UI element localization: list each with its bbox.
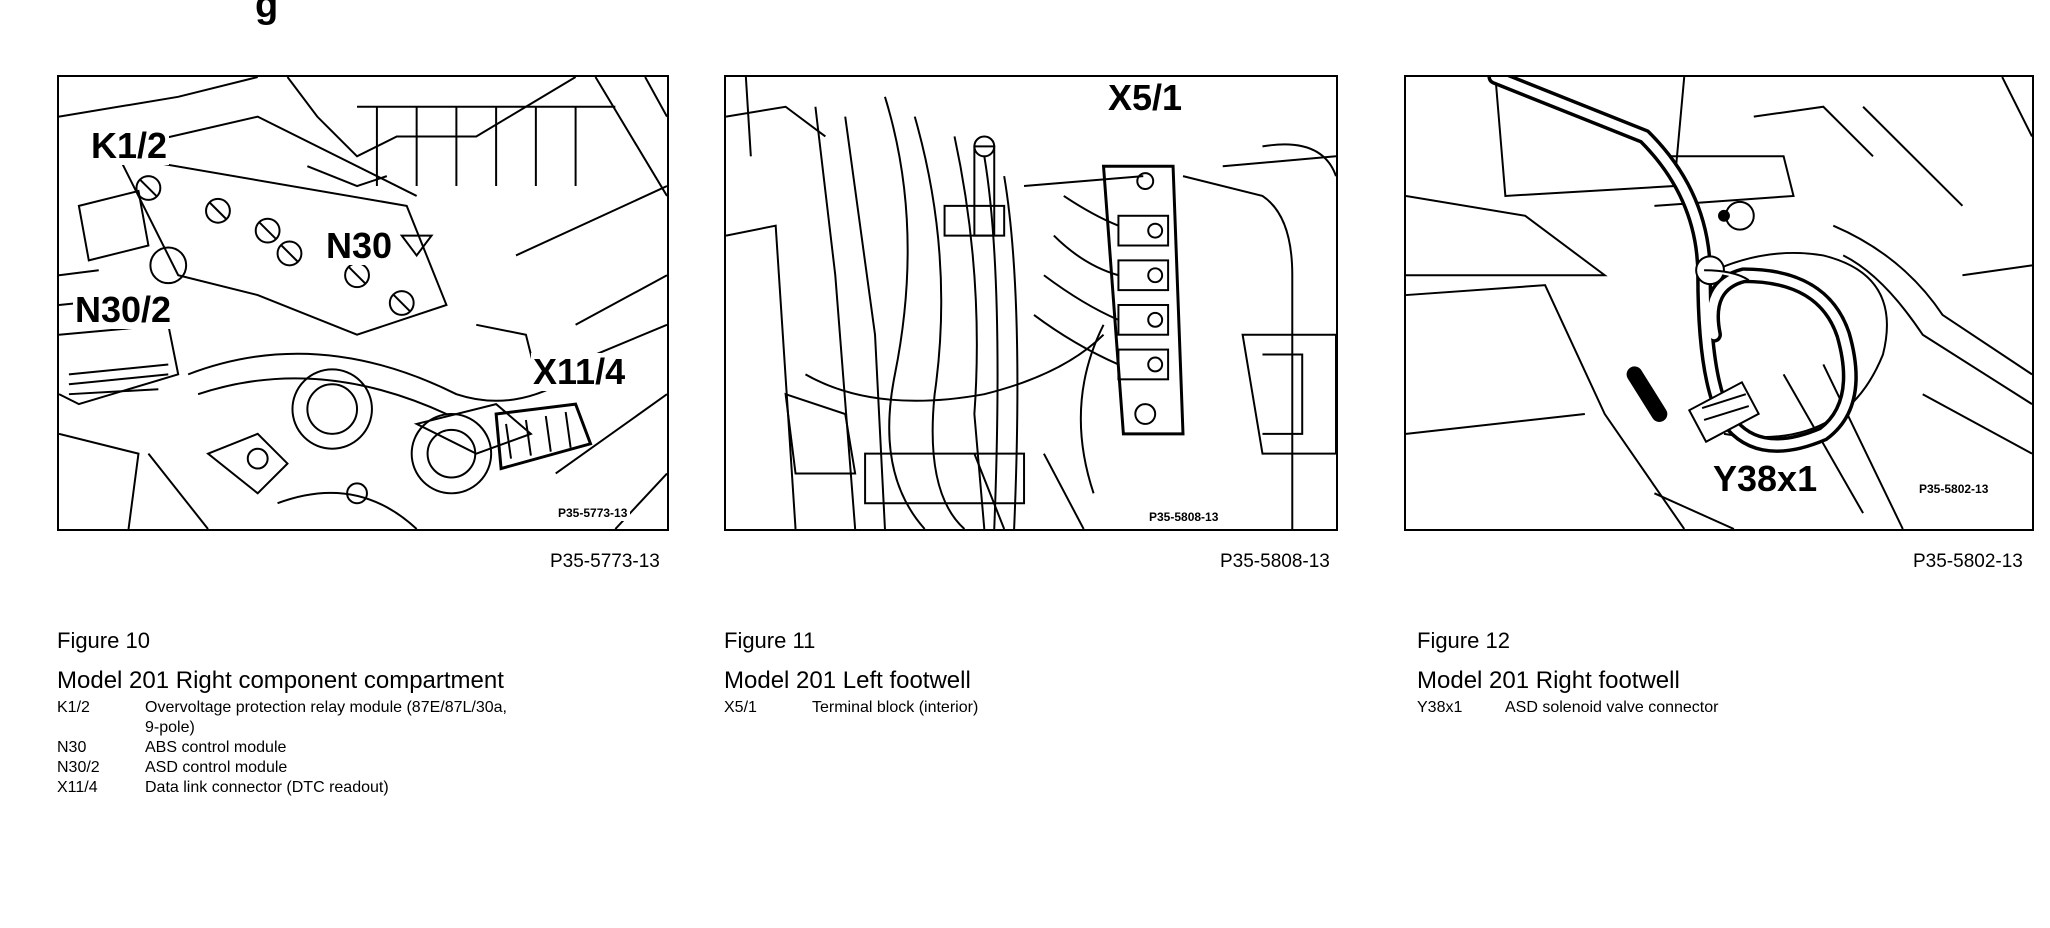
legend-code: N30/2 bbox=[57, 759, 100, 776]
callout-n30: N30 bbox=[324, 225, 395, 266]
figure-label: Figure 11 bbox=[724, 628, 816, 653]
figure-title: Model 201 Right component compartment bbox=[57, 667, 504, 694]
image-stamp: P35-5802-13 bbox=[1916, 481, 1992, 497]
figure-title: Model 201 Right footwell bbox=[1417, 667, 1680, 694]
legend-desc: ABS control module bbox=[145, 739, 287, 756]
right-footwell-drawing bbox=[1406, 77, 2032, 529]
legend-desc: Overvoltage protection relay module (87E… bbox=[145, 699, 507, 736]
callout-k1-2: K1/2 bbox=[89, 125, 170, 166]
legend-row: K1/2 Overvoltage protection relay module… bbox=[57, 698, 545, 738]
legend: K1/2 Overvoltage protection relay module… bbox=[57, 698, 545, 798]
figure-11-caption: Figure 11 Model 201 Left footwell X5/1 T… bbox=[724, 628, 1212, 718]
legend-row: N30/2 ASD control module bbox=[57, 758, 545, 778]
callout-x11-4: X11/4 bbox=[531, 351, 628, 392]
figure-label: Figure 12 bbox=[1417, 628, 1510, 653]
engine-compartment-drawing bbox=[59, 77, 667, 529]
callout-y38x1: Y38x1 bbox=[1711, 458, 1820, 499]
figure-10-image: K1/2 N30 N30/2 X11/4 P35-5773-13 bbox=[57, 75, 669, 531]
legend-row: Y38x1 ASD solenoid valve connector bbox=[1417, 698, 1905, 718]
legend-code: Y38x1 bbox=[1417, 699, 1463, 716]
legend-code: X11/4 bbox=[57, 779, 98, 796]
legend: X5/1 Terminal block (interior) bbox=[724, 698, 1212, 718]
legend-row: X11/4 Data link connector (DTC readout) bbox=[57, 778, 545, 798]
image-stamp: P35-5773-13 bbox=[555, 505, 631, 521]
legend-code: X5/1 bbox=[724, 699, 757, 716]
legend-desc: ASD control module bbox=[145, 759, 288, 776]
header-fragment-text: g bbox=[255, 0, 279, 26]
header-fragment: g bbox=[255, 0, 345, 32]
photo-code: P35-5773-13 bbox=[550, 551, 660, 572]
legend-code: N30 bbox=[57, 739, 87, 756]
figure-10-caption: Figure 10 Model 201 Right component comp… bbox=[57, 628, 545, 798]
legend-desc: Data link connector (DTC readout) bbox=[145, 779, 389, 796]
photo-code: P35-5808-13 bbox=[1220, 551, 1330, 572]
legend-desc: Terminal block (interior) bbox=[812, 699, 979, 716]
image-stamp: P35-5808-13 bbox=[1146, 509, 1222, 525]
legend-row: N30 ABS control module bbox=[57, 738, 545, 758]
figure-title: Model 201 Left footwell bbox=[724, 667, 971, 694]
callout-n30-2: N30/2 bbox=[73, 289, 174, 330]
figure-12-caption: Figure 12 Model 201 Right footwell Y38x1… bbox=[1417, 628, 1905, 718]
figure-11-image: X5/1 P35-5808-13 bbox=[724, 75, 1338, 531]
figure-label: Figure 10 bbox=[57, 628, 150, 653]
callout-x5-1: X5/1 bbox=[1106, 77, 1185, 118]
left-footwell-drawing bbox=[726, 77, 1336, 529]
legend-code: K1/2 bbox=[57, 699, 90, 716]
figure-12-image: Y38x1 P35-5802-13 bbox=[1404, 75, 2034, 531]
legend-row: X5/1 Terminal block (interior) bbox=[724, 698, 1212, 718]
legend-desc: ASD solenoid valve connector bbox=[1505, 699, 1719, 716]
photo-code: P35-5802-13 bbox=[1913, 551, 2023, 572]
legend: Y38x1 ASD solenoid valve connector bbox=[1417, 698, 1905, 718]
